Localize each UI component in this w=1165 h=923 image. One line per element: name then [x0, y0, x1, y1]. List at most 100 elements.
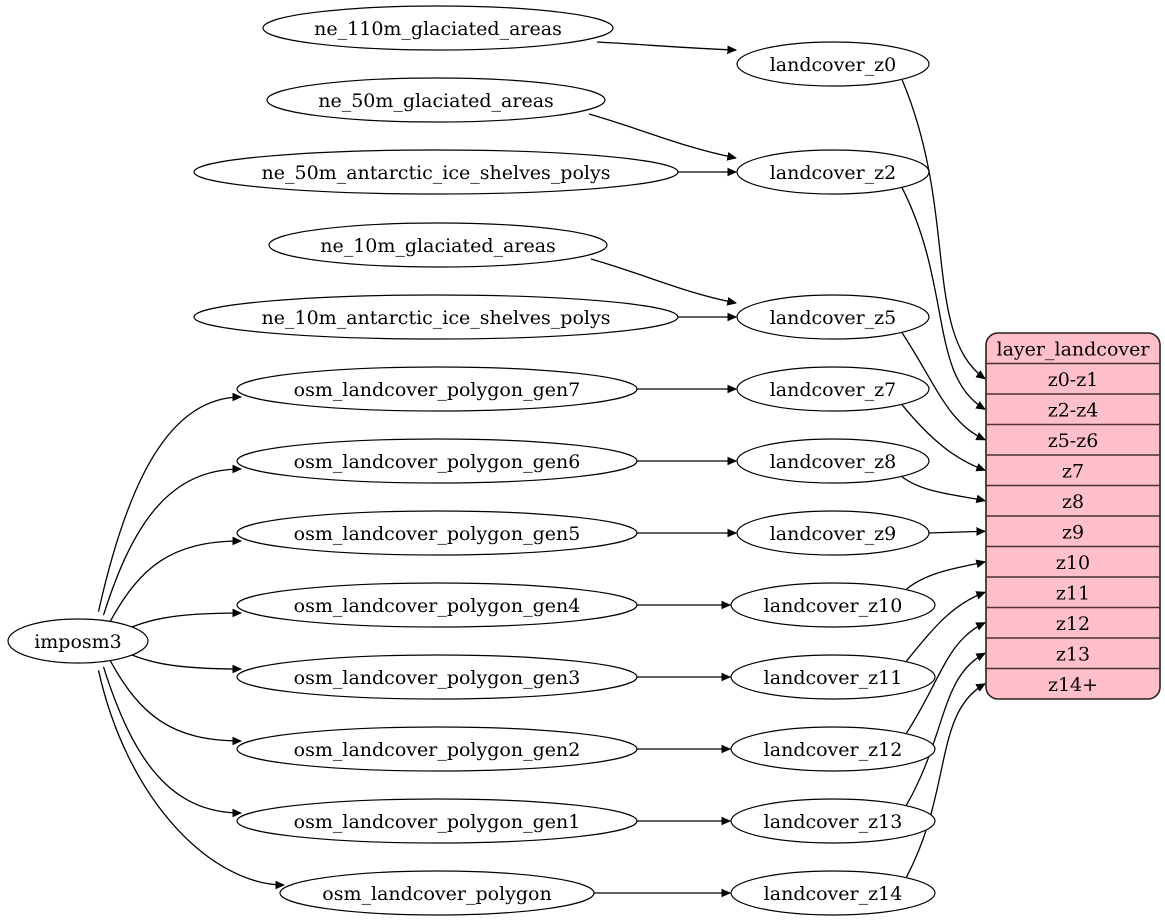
table-row-z14+[interactable]: z14+ [1048, 674, 1098, 696]
node-ellipse-landcover_z7 [736, 366, 930, 412]
node-label-osm_landcover_polygon_gen7: osm_landcover_polygon_gen7 [294, 379, 581, 401]
node-label-ne_110m_glaciated_areas: ne_110m_glaciated_areas [314, 18, 562, 40]
table-header-label: layer_landcover [997, 338, 1151, 360]
node-osm_landcover_polygon_gen1[interactable]: osm_landcover_polygon_gen1 [236, 798, 638, 844]
edge-landcover_z5-to-row-z5-z6 [901, 332, 985, 441]
table-row-z9[interactable]: z9 [1062, 521, 1084, 543]
table-row-z5-z6[interactable]: z5-z6 [1048, 430, 1099, 452]
node-label-landcover_z0: landcover_z0 [770, 54, 897, 76]
node-label-ne_50m_glaciated_areas: ne_50m_glaciated_areas [318, 90, 554, 112]
node-label-landcover_z8: landcover_z8 [770, 451, 897, 473]
node-ellipse-landcover_z0 [736, 41, 930, 87]
node-ellipse-landcover_z14 [730, 870, 936, 916]
node-osm_landcover_polygon_gen3[interactable]: osm_landcover_polygon_gen3 [236, 654, 638, 700]
table-row-z10[interactable]: z10 [1056, 552, 1090, 574]
node-ellipse-ne_10m_glaciated_areas [268, 222, 608, 268]
node-osm_landcover_polygon_gen7[interactable]: osm_landcover_polygon_gen7 [236, 366, 638, 412]
node-label-ne_50m_antarctic_ice_shelves_polys: ne_50m_antarctic_ice_shelves_polys [262, 162, 611, 184]
edge-landcover_z8-to-row-z8 [901, 476, 985, 501]
node-label-landcover_z2: landcover_z2 [770, 162, 897, 184]
node-landcover_z13[interactable]: landcover_z13 [730, 798, 936, 844]
node-landcover_z10[interactable]: landcover_z10 [730, 582, 936, 628]
node-ellipse-landcover_z11 [730, 654, 936, 700]
edge-landcover_z9-to-row-z9 [927, 531, 985, 533]
node-osm_landcover_polygon[interactable]: osm_landcover_polygon [279, 870, 595, 916]
node-ellipse-osm_landcover_polygon_gen1 [236, 798, 638, 844]
layer-landcover-table: layer_landcover z0-z1 z2-z4 z5-z6 z7 z8 z9 z10 z… [985, 332, 1161, 700]
node-landcover_z0[interactable]: landcover_z0 [736, 41, 930, 87]
node-ellipse-imposm3 [7, 618, 149, 664]
node-ellipse-osm_landcover_polygon_gen5 [236, 510, 638, 556]
node-landcover_z9[interactable]: landcover_z9 [736, 510, 930, 556]
nodes-layer: imposm3 ne_110m_glaciated_areas ne_50m_gla… [7, 5, 936, 916]
table-row-z7[interactable]: z7 [1062, 460, 1084, 482]
node-landcover_z14[interactable]: landcover_z14 [730, 870, 936, 916]
node-label-osm_landcover_polygon_gen2: osm_landcover_polygon_gen2 [294, 739, 581, 761]
node-landcover_z5[interactable]: landcover_z5 [736, 294, 930, 340]
node-osm_landcover_polygon_gen6[interactable]: osm_landcover_polygon_gen6 [236, 438, 638, 484]
node-ne_10m_antarctic_ice_shelves_polys[interactable]: ne_10m_antarctic_ice_shelves_polys [193, 294, 679, 340]
table-row-z13[interactable]: z13 [1056, 643, 1090, 665]
edge-imposm3-to-osm_landcover_polygon_gen2 [109, 659, 241, 741]
edge-landcover_z10-to-row-z10 [906, 562, 985, 590]
edge-landcover_z7-to-row-z7 [901, 404, 985, 470]
edge-landcover_z13-to-row-z13 [905, 652, 985, 806]
table-row-z8[interactable]: z8 [1062, 491, 1084, 513]
node-label-landcover_z10: landcover_z10 [764, 595, 903, 617]
node-ellipse-ne_110m_glaciated_areas [262, 5, 614, 51]
node-ellipse-osm_landcover_polygon_gen4 [236, 582, 638, 628]
node-ellipse-ne_50m_glaciated_areas [266, 77, 606, 123]
edge-landcover_z12-to-row-z12 [905, 622, 985, 734]
node-landcover_z2[interactable]: landcover_z2 [736, 149, 930, 195]
node-ellipse-ne_10m_antarctic_ice_shelves_polys [193, 294, 679, 340]
node-ellipse-osm_landcover_polygon_gen3 [236, 654, 638, 700]
node-landcover_z12[interactable]: landcover_z12 [730, 726, 936, 772]
node-ne_110m_glaciated_areas[interactable]: ne_110m_glaciated_areas [262, 5, 614, 51]
node-imposm3[interactable]: imposm3 [7, 618, 149, 664]
node-osm_landcover_polygon_gen4[interactable]: osm_landcover_polygon_gen4 [236, 582, 638, 628]
node-label-osm_landcover_polygon_gen6: osm_landcover_polygon_gen6 [294, 451, 581, 473]
edge-ne_110m_glaciated_areas-to-landcover_z0 [596, 41, 736, 50]
node-ellipse-landcover_z13 [730, 798, 936, 844]
node-label-landcover_z12: landcover_z12 [764, 739, 903, 761]
node-ellipse-landcover_z5 [736, 294, 930, 340]
node-label-landcover_z5: landcover_z5 [770, 307, 897, 329]
table-row-z2-z4[interactable]: z2-z4 [1048, 399, 1099, 421]
node-ne_50m_antarctic_ice_shelves_polys[interactable]: ne_50m_antarctic_ice_shelves_polys [193, 149, 679, 195]
node-label-landcover_z14: landcover_z14 [764, 883, 903, 905]
node-ellipse-landcover_z9 [736, 510, 930, 556]
node-ne_50m_glaciated_areas[interactable]: ne_50m_glaciated_areas [266, 77, 606, 123]
node-label-landcover_z7: landcover_z7 [770, 379, 897, 401]
table-row-z11[interactable]: z11 [1056, 582, 1090, 604]
node-ellipse-osm_landcover_polygon_gen7 [236, 366, 638, 412]
node-landcover_z11[interactable]: landcover_z11 [730, 654, 936, 700]
table-row-z0-z1[interactable]: z0-z1 [1048, 369, 1099, 391]
node-osm_landcover_polygon_gen2[interactable]: osm_landcover_polygon_gen2 [236, 726, 638, 772]
node-label-osm_landcover_polygon: osm_landcover_polygon [322, 883, 551, 905]
node-ellipse-landcover_z2 [736, 149, 930, 195]
node-label-imposm3: imposm3 [34, 631, 122, 653]
edge-imposm3-to-osm_landcover_polygon_gen6 [102, 469, 241, 616]
edge-imposm3-to-osm_landcover_polygon_gen7 [97, 397, 241, 612]
node-ellipse-ne_50m_antarctic_ice_shelves_polys [193, 149, 679, 195]
node-label-osm_landcover_polygon_gen3: osm_landcover_polygon_gen3 [294, 667, 581, 689]
node-ellipse-landcover_z12 [730, 726, 936, 772]
table-row-z12[interactable]: z12 [1056, 613, 1090, 635]
node-label-ne_10m_antarctic_ice_shelves_polys: ne_10m_antarctic_ice_shelves_polys [262, 307, 611, 329]
node-osm_landcover_polygon_gen5[interactable]: osm_landcover_polygon_gen5 [236, 510, 638, 556]
node-label-osm_landcover_polygon_gen5: osm_landcover_polygon_gen5 [294, 523, 581, 545]
node-label-landcover_z13: landcover_z13 [764, 811, 903, 833]
node-label-landcover_z9: landcover_z9 [770, 523, 897, 545]
edge-imposm3-to-osm_landcover_polygon [97, 670, 284, 885]
node-landcover_z7[interactable]: landcover_z7 [736, 366, 930, 412]
node-ellipse-landcover_z8 [736, 438, 930, 484]
node-ellipse-osm_landcover_polygon_gen2 [236, 726, 638, 772]
node-label-osm_landcover_polygon_gen4: osm_landcover_polygon_gen4 [294, 595, 581, 617]
node-landcover_z8[interactable]: landcover_z8 [736, 438, 930, 484]
edges-layer [97, 41, 985, 893]
node-ellipse-osm_landcover_polygon_gen6 [236, 438, 638, 484]
node-ne_10m_glaciated_areas[interactable]: ne_10m_glaciated_areas [268, 222, 608, 268]
edge-imposm3-to-osm_landcover_polygon_gen1 [102, 666, 241, 813]
